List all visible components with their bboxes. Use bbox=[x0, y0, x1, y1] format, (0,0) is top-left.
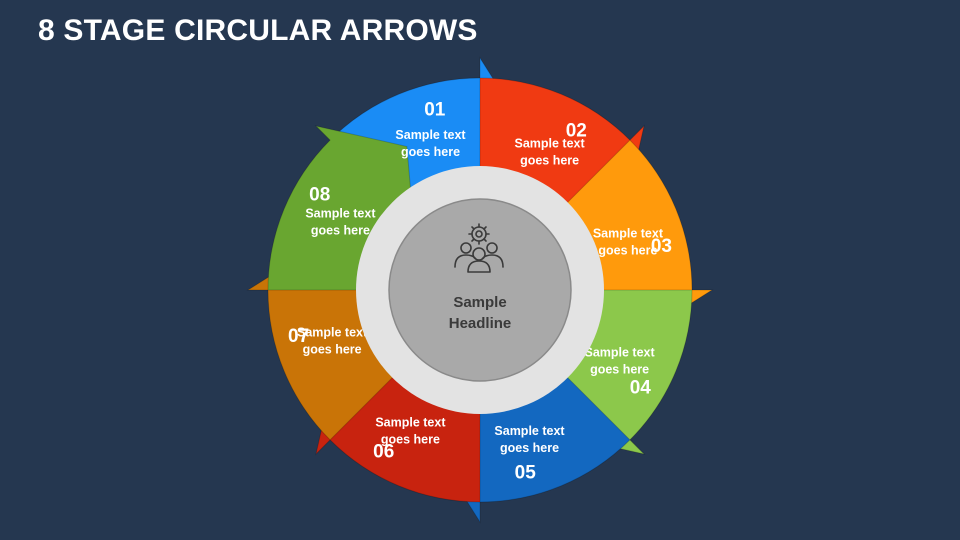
stage-05-text-line2: goes here bbox=[500, 441, 559, 455]
stage-number-01: 01 bbox=[424, 100, 446, 121]
stage-number-03: 03 bbox=[651, 236, 672, 257]
team-gear-icon bbox=[454, 223, 504, 273]
stage-01-text-line2: goes here bbox=[401, 145, 460, 159]
headline-line1: Sample bbox=[453, 294, 506, 311]
stage-01-text-line1: Sample text bbox=[395, 128, 466, 142]
stage-08-text-line2: goes here bbox=[311, 223, 370, 237]
stage-number-02: 02 bbox=[566, 121, 587, 142]
stage-02-text-line1: Sample text bbox=[515, 136, 586, 150]
stage-04-text-line1: Sample text bbox=[585, 346, 656, 360]
stage-05-text-line1: Sample text bbox=[494, 424, 565, 438]
page-title: 8 STAGE CIRCULAR ARROWS bbox=[38, 14, 478, 47]
stage-number-07: 07 bbox=[288, 326, 309, 347]
stage-06-text-line1: Sample text bbox=[375, 416, 446, 430]
headline-line2: Headline bbox=[449, 315, 512, 332]
stage-number-04: 04 bbox=[630, 377, 652, 398]
stage-number-06: 06 bbox=[373, 441, 394, 462]
stage-number-05: 05 bbox=[515, 462, 537, 483]
stage-07-text-line2: goes here bbox=[303, 343, 362, 357]
stage-02-text-line2: goes here bbox=[520, 153, 579, 167]
stage-number-08: 08 bbox=[309, 185, 330, 206]
stage-03-text-line2: goes here bbox=[598, 244, 657, 258]
stage-06-text-line2: goes here bbox=[381, 433, 440, 447]
center-disc bbox=[388, 198, 572, 382]
stage-07-text-line1: Sample text bbox=[297, 326, 368, 340]
stage-04-text-line2: goes here bbox=[590, 363, 649, 377]
stage-03-text-line1: Sample text bbox=[593, 227, 664, 241]
stage-08-text-line1: Sample text bbox=[305, 206, 376, 220]
